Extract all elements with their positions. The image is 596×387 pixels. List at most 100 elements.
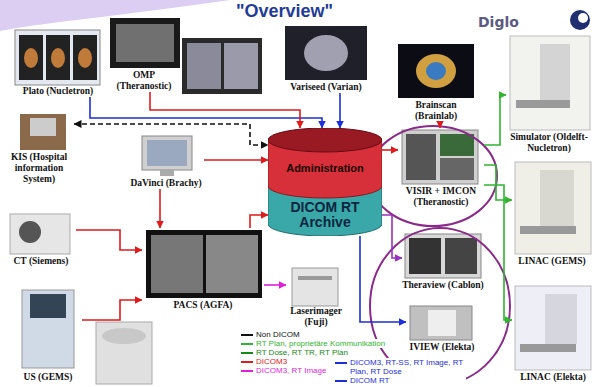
panel — [224, 43, 258, 89]
connector — [382, 215, 402, 258]
screen — [398, 44, 474, 98]
device-node: CT (Siemens) — [6, 212, 76, 267]
visir-screenshot — [402, 130, 478, 184]
panel — [406, 134, 436, 180]
dose-blob — [51, 48, 65, 68]
panel — [19, 35, 43, 80]
device-label: LINAC (Elekta) — [512, 372, 594, 383]
device-node: VISIR + IMCON (Theranostic) — [398, 128, 484, 208]
logo-mark-inner — [578, 13, 588, 23]
screen — [147, 140, 187, 166]
theraview-screenshot — [405, 234, 481, 278]
device-label: LINAC (GEMS) — [512, 256, 592, 267]
panel — [46, 35, 70, 80]
us-cart — [22, 290, 74, 368]
legend-text: DICOM RT — [350, 376, 389, 385]
connector — [484, 95, 506, 145]
kis-photo — [20, 114, 66, 150]
picture-slot — [402, 232, 484, 280]
cylinder-body — [268, 140, 382, 236]
connector — [82, 300, 142, 320]
monitor — [142, 136, 192, 170]
connector — [339, 93, 341, 128]
picture-slot — [286, 266, 346, 306]
logo-mark — [570, 10, 590, 30]
room — [515, 286, 591, 370]
screen — [405, 234, 481, 278]
picture-slot — [4, 112, 74, 152]
panel — [440, 134, 474, 156]
device-label: OMP (Theranostic) — [108, 70, 180, 92]
diagram-title: "Overview" — [236, 0, 333, 22]
gantry — [545, 294, 577, 344]
device-node: IVIEW (Elekta) — [406, 304, 478, 353]
gantry — [540, 170, 574, 226]
omp-screenshot — [110, 18, 180, 68]
pacs-screenshot — [146, 230, 262, 298]
device-node: Brainscan (Brainlab) — [395, 42, 477, 122]
legend-swatch — [241, 361, 253, 363]
legend-swatch — [241, 370, 253, 372]
prostate-image — [304, 35, 348, 71]
linac-elekta-photo — [515, 286, 591, 370]
connector — [74, 124, 268, 145]
device-node: OMP (Theranostic) — [108, 16, 180, 92]
legend-swatch — [335, 362, 347, 364]
device-label: CT (Siemens) — [6, 256, 76, 267]
legend-line-sample — [241, 334, 253, 336]
device-node: PACS (AGFA) — [142, 228, 264, 311]
legend-swatch — [335, 380, 347, 382]
picture-slot — [395, 42, 477, 100]
printer — [292, 268, 338, 306]
device-label: PACS (AGFA) — [142, 300, 264, 311]
slot — [298, 276, 332, 280]
device-node: Laserimager (Fuji) — [286, 266, 346, 328]
picture-slot — [512, 284, 594, 372]
device-node: US (GEMS) — [14, 288, 82, 383]
connector — [76, 230, 142, 250]
legend-entry: RT Plan, proprietäre Kommunikation — [240, 339, 386, 348]
legend-text: DICOM3, RT Image — [256, 366, 326, 375]
legend-entry: DICOM3, RT-SS, RT Image, RT Plan, RT Dos… — [334, 358, 466, 376]
connector — [484, 185, 512, 320]
legend-text: DICOM3, RT-SS, RT Image, RT Plan, RT Dos… — [350, 358, 465, 376]
band-label: Administration — [268, 162, 382, 175]
head-model — [416, 54, 456, 88]
couch — [516, 100, 570, 108]
screen — [402, 130, 478, 184]
device-node: Variseed (Varian) — [282, 24, 370, 93]
dose-blob — [78, 48, 92, 68]
device-label: KIS (Hospital information System) — [4, 152, 74, 185]
panel — [151, 235, 203, 293]
gantry — [540, 44, 570, 104]
connector — [150, 92, 300, 128]
connector — [439, 122, 441, 128]
archive-cylinder: AdministrationDICOM RT Archive — [268, 128, 382, 236]
picture-slot — [142, 228, 264, 300]
logo-text: Diglo — [478, 14, 519, 30]
ct-bore — [19, 221, 41, 243]
variseed-screenshot — [285, 26, 367, 80]
picture-slot — [506, 34, 592, 132]
desk — [20, 114, 66, 150]
panel — [445, 238, 477, 274]
device-node: Plato (Nucletron) — [12, 28, 104, 97]
device-node: LINAC (Elekta) — [512, 284, 594, 383]
device-node: Theraview (Cablon) — [402, 232, 484, 291]
legend-entry: Non DICOM — [240, 330, 301, 339]
device-node: Simulator (Oldelft-Nucletron) — [506, 34, 592, 154]
plato-screenshot — [15, 30, 100, 85]
legend-entry: DICOM RT — [334, 376, 466, 385]
picture-slot — [6, 212, 76, 256]
panel — [440, 158, 474, 180]
legend-entry: DICOM3 — [240, 357, 288, 366]
device-node: LINAC (GEMS) — [512, 160, 592, 267]
couch — [520, 344, 576, 352]
connector — [360, 236, 406, 322]
connector — [250, 215, 268, 228]
couch — [520, 226, 576, 234]
cylinder-top — [268, 128, 382, 152]
us-photo — [22, 290, 74, 368]
legend-text: RT Plan, proprietäre Kommunikation — [256, 339, 385, 348]
